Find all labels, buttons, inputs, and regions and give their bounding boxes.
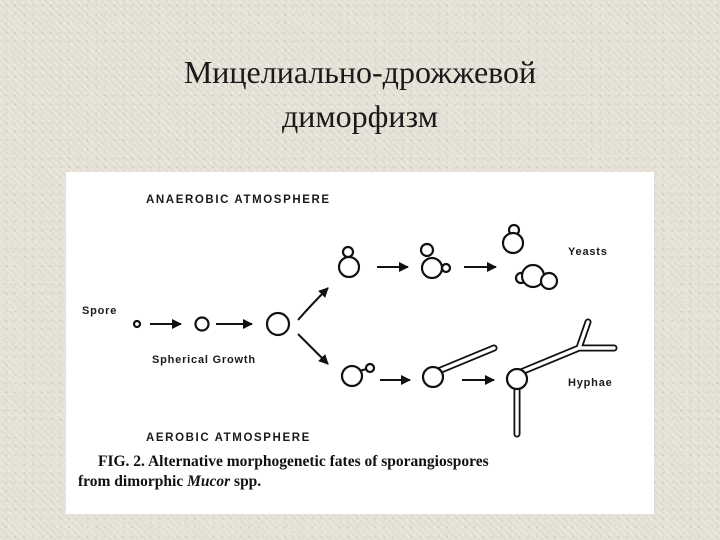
yeast-mother-cell bbox=[337, 255, 361, 279]
hypha-mother-cell bbox=[421, 365, 445, 389]
yeast-stage-2 bbox=[419, 242, 452, 280]
germ-tube-tip bbox=[364, 362, 376, 374]
arrow-to-yeast-path bbox=[297, 287, 329, 321]
hypha-lumen bbox=[434, 346, 496, 374]
caption-genus: Mucor bbox=[186, 473, 231, 490]
caption-line1-rest: Alternative morphogenetic fates of spora… bbox=[148, 453, 489, 470]
hyphae-label: Hyphae bbox=[568, 377, 613, 389]
swelling-spore-cell bbox=[194, 316, 210, 332]
yeast-stage-1 bbox=[337, 245, 361, 279]
spore-cell bbox=[132, 319, 142, 329]
figure-panel: ANAEROBIC ATMOSPHERE AEROBIC ATMOSPHERE … bbox=[66, 172, 654, 514]
yeast-cell-right bbox=[539, 271, 559, 291]
aerobic-atmosphere-label: AEROBIC ATMOSPHERE bbox=[146, 432, 311, 444]
spherical-cell bbox=[265, 311, 291, 337]
anaerobic-atmosphere-label: ANAEROBIC ATMOSPHERE bbox=[146, 194, 331, 206]
mycelium-lumen bbox=[515, 320, 616, 436]
yeast-mother-cell bbox=[420, 256, 444, 280]
figure-caption-line-2: from dimorphic Mucor spp. bbox=[78, 473, 261, 490]
slide-title-line-1: Мицелиально-дрожжевой bbox=[183, 54, 537, 90]
arrow-to-hyphal-path bbox=[297, 333, 329, 365]
spore-label: Spore bbox=[82, 305, 117, 317]
hyphae-stage-1 bbox=[340, 362, 376, 388]
caption-line2-start: from dimorphic bbox=[78, 473, 187, 490]
caption-prefix: FIG. 2. bbox=[98, 453, 145, 470]
yeast-bud bbox=[341, 245, 355, 259]
dimorphism-diagram: ANAEROBIC ATMOSPHERE AEROBIC ATMOSPHERE … bbox=[78, 194, 618, 490]
caption-line2-end: spp. bbox=[230, 473, 261, 490]
yeast-bud-side bbox=[440, 262, 452, 274]
mycelium-mother-cell bbox=[505, 367, 529, 391]
figure-caption-line-1: FIG. 2. Alternative morphogenetic fates … bbox=[98, 453, 489, 470]
germinating-cell bbox=[340, 364, 364, 388]
hyphae-stage-3 bbox=[505, 318, 618, 438]
yeasts-label: Yeasts bbox=[568, 246, 608, 258]
slide-title-line-2: диморфизм bbox=[282, 98, 438, 134]
yeast-stage-3 bbox=[501, 223, 559, 291]
spherical-growth-label: Spherical Growth bbox=[152, 354, 256, 366]
hyphae-stage-2 bbox=[421, 344, 498, 389]
slide-title: Мицелиально-дрожжевой диморфизм bbox=[0, 50, 720, 138]
yeast-cell-upper bbox=[501, 231, 525, 255]
yeast-bud-top bbox=[419, 242, 435, 258]
